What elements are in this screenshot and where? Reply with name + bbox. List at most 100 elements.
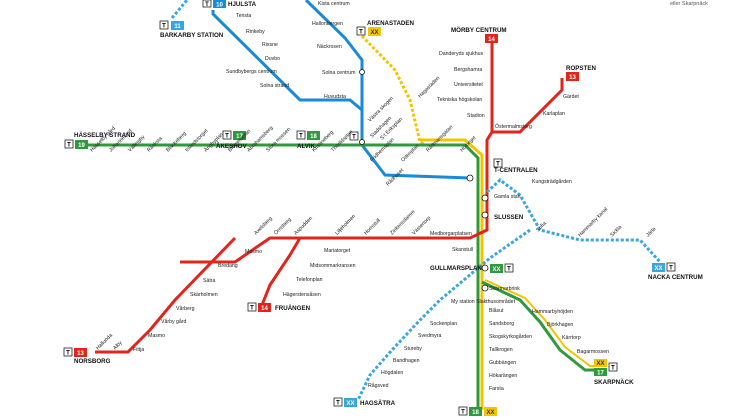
terminal-skarpnack: SKARPNÄCK xyxy=(594,379,634,386)
badge-19: 19 xyxy=(75,140,88,149)
station-label: Hammarbyhöjden xyxy=(532,309,573,315)
svg-text:T: T xyxy=(611,366,615,372)
svg-text:Hallunda: Hallunda xyxy=(95,333,114,352)
terminal-slussen: SLUSSEN xyxy=(494,214,524,221)
svg-text:XX: XX xyxy=(596,361,604,367)
metro-icon: T xyxy=(333,397,343,407)
svg-text:Aspudden: Aspudden xyxy=(293,216,314,237)
line-yellow-central xyxy=(420,138,484,410)
terminal-fruangen: FRUÄNGEN xyxy=(275,305,311,312)
svg-text:XX: XX xyxy=(486,410,494,416)
station-label: Svedmyra xyxy=(418,333,441,339)
svg-text:Örnsberg: Örnsberg xyxy=(272,216,292,236)
metro-icon: T xyxy=(608,362,618,372)
badge-xx-hagsatra: XX xyxy=(344,398,357,407)
badge-xx-nacka: XX xyxy=(652,263,665,272)
terminal-ropsten: ROPSTEN xyxy=(566,65,596,72)
station-label: Östermalmstorg xyxy=(495,123,532,130)
terminal-hasselby: HÄSSELBY STRAND xyxy=(74,132,136,139)
station-label: Hägerstensåsen xyxy=(283,291,321,298)
svg-text:10: 10 xyxy=(216,3,223,9)
metro-icon: T xyxy=(63,347,73,357)
metro-icon: T xyxy=(202,0,212,8)
svg-text:17: 17 xyxy=(597,371,604,377)
line-red-central xyxy=(180,180,489,264)
station-label: Kungsträdgården xyxy=(532,178,572,185)
line-green-west xyxy=(75,143,480,410)
station-label: Hallonbergen xyxy=(312,21,343,27)
line-red-ropsten xyxy=(492,78,564,134)
line-red-fruangen xyxy=(260,237,302,306)
station-label: Kärrtorp xyxy=(562,335,581,341)
svg-text:11: 11 xyxy=(174,24,181,30)
station-label: Bandhagen xyxy=(393,358,420,364)
station-label: Rinkeby xyxy=(246,29,265,35)
metro-icon: T xyxy=(356,26,366,36)
svg-text:Järla: Järla xyxy=(645,226,657,238)
station-label: Mariatorget xyxy=(324,248,351,254)
station-label: Masmo xyxy=(148,333,165,339)
terminal-akeshov: ÅKESHOV xyxy=(216,143,247,150)
badge-17-skarpnack: 17 xyxy=(594,368,607,377)
svg-text:XX: XX xyxy=(370,30,378,36)
station-label: Telefonplan xyxy=(296,277,323,283)
svg-text:T: T xyxy=(496,162,500,168)
badge-13-ropsten: 13 xyxy=(566,72,579,81)
station-label: Gärdet xyxy=(563,94,579,100)
terminal-tcentralen: T-CENTRALEN xyxy=(494,167,538,174)
metro-icon: T xyxy=(159,20,169,30)
station-label: Sockenplan xyxy=(430,321,457,327)
station-label: Karlaplan xyxy=(543,111,565,117)
svg-text:T: T xyxy=(669,266,673,272)
svg-text:T: T xyxy=(205,2,209,8)
station-label: Högdalen xyxy=(381,370,403,376)
badge-xx-skarpnack: XX xyxy=(594,359,607,367)
badge-10: 10 xyxy=(213,0,226,9)
station-label: Kista centrum xyxy=(318,1,350,7)
svg-text:T: T xyxy=(507,267,511,273)
badge-xx-arenastaden: XX xyxy=(368,27,381,36)
station-label: Bredäng xyxy=(218,263,238,269)
svg-text:T: T xyxy=(225,134,229,140)
station-label: My station Slakthusområdet xyxy=(451,298,516,305)
svg-text:18: 18 xyxy=(310,134,317,140)
station-label: Solna strand xyxy=(260,83,289,89)
station-label: Huvudsta xyxy=(324,94,346,100)
metro-icon: T xyxy=(349,131,359,141)
badge-14-fruangen: 14 xyxy=(258,303,271,312)
svg-text:T: T xyxy=(352,135,356,141)
terminal-arenastaden: ARENASTADEN xyxy=(367,20,415,27)
station-label: Midsommarkransen xyxy=(310,263,356,269)
station-label: Näckrosen xyxy=(317,44,342,50)
svg-text:13: 13 xyxy=(569,75,576,81)
metro-icon: T xyxy=(458,406,468,416)
badge-13-norsborg: 13 xyxy=(74,348,87,357)
svg-text:T: T xyxy=(67,143,71,149)
metro-icon: T xyxy=(493,158,503,168)
station-label: Skärmarbrink xyxy=(489,286,520,292)
station-label: Gamla stan xyxy=(494,194,521,200)
svg-text:T: T xyxy=(336,401,340,407)
svg-text:Hagastaden: Hagastaden xyxy=(417,75,441,99)
station-label: Solna centrum xyxy=(322,70,355,76)
svg-text:17: 17 xyxy=(236,134,243,140)
line-yellow xyxy=(360,34,426,147)
station-label: Vårberg xyxy=(176,305,195,312)
badge-14-morby: 14 xyxy=(485,34,498,43)
metro-icon: T xyxy=(666,262,676,272)
station-label: Sätra xyxy=(203,278,216,284)
terminal-alvik: ALVIK xyxy=(297,143,316,150)
terminal-hagsatra: HAGSÄTRA xyxy=(360,400,396,407)
badge-18-farsta: 18 xyxy=(469,407,482,416)
station-label: Skanstull xyxy=(452,247,473,253)
svg-text:Alby: Alby xyxy=(112,340,124,352)
svg-text:Liljeholmen: Liljeholmen xyxy=(334,214,357,237)
station-label: Tensta xyxy=(236,13,251,19)
station-label: Rågsved xyxy=(368,382,389,389)
station-label: Sundbybergs centrum xyxy=(226,69,277,75)
line-barkarby xyxy=(170,0,189,19)
terminal-morby: MÖRBY CENTRUM xyxy=(451,27,507,34)
badge-18-alvik: 18 xyxy=(307,131,320,140)
line-yellow-skarpnack xyxy=(484,279,600,367)
